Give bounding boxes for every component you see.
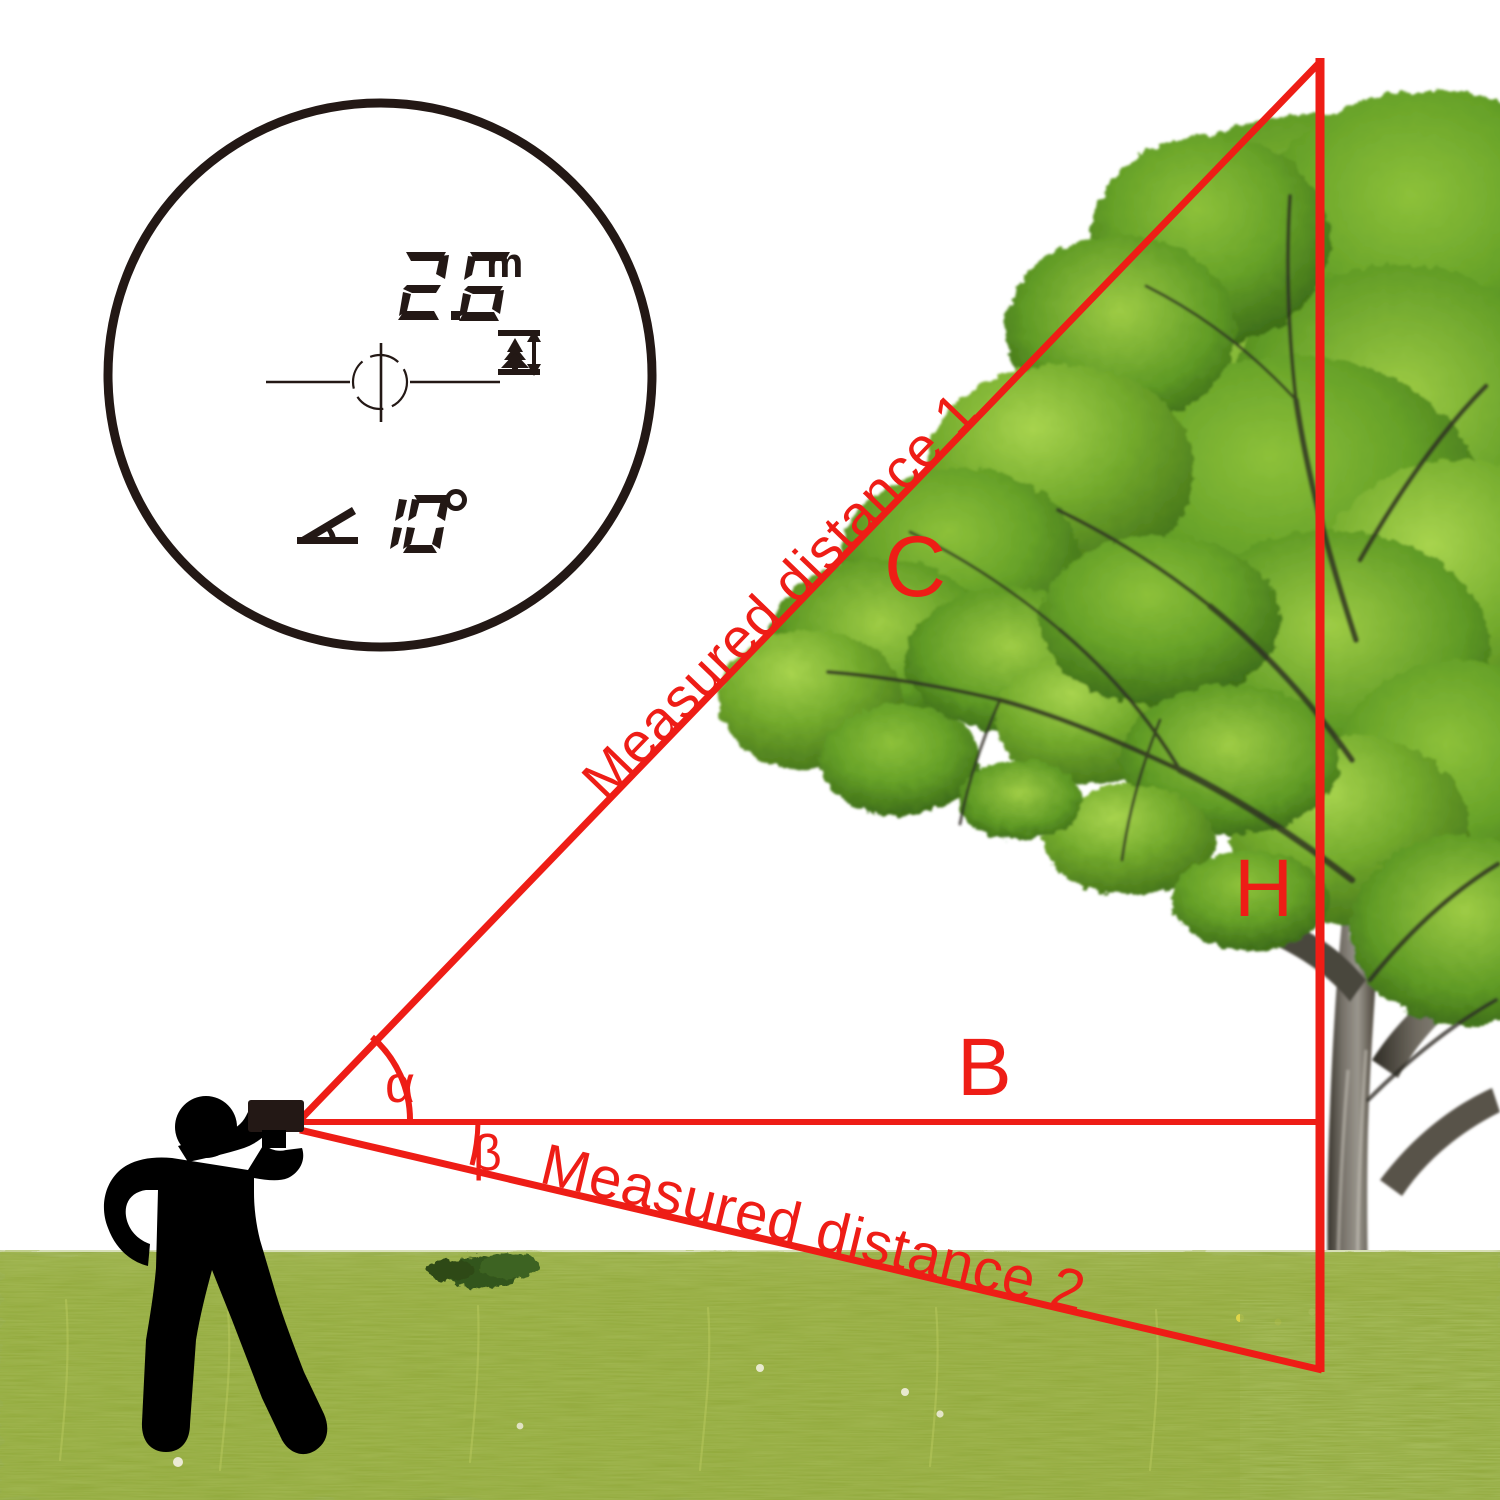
line-measured-distance-1 <box>297 59 1323 1123</box>
observer-torso <box>103 1144 328 1455</box>
angle-arc-beta <box>469 1121 481 1166</box>
label-hypotenuse-c: C <box>884 519 946 615</box>
tree-canopy <box>718 90 1500 1025</box>
crosshair-reticle <box>266 343 500 422</box>
distance-unit-label: m <box>486 239 523 286</box>
horizon-shrub <box>428 1253 540 1288</box>
person-with-rangefinder <box>103 1096 328 1455</box>
seg-digit-1 <box>390 499 407 549</box>
angle-icon <box>297 507 358 544</box>
line-measured-distance-2 <box>299 1126 1323 1374</box>
angle-readout <box>297 489 467 553</box>
seg-digit-2 <box>398 252 449 320</box>
seg-digit-0 <box>403 495 449 553</box>
label-angle-beta: β <box>473 1125 502 1181</box>
rangefinder-device-grip <box>262 1130 286 1148</box>
tree-height-mode-icon <box>498 330 541 376</box>
tree-photo <box>718 90 1500 1400</box>
angle-arc-alpha <box>370 1034 414 1123</box>
rangefinder-device <box>248 1100 304 1132</box>
label-height-h: H <box>1234 843 1293 934</box>
distance-readout: m <box>398 239 523 321</box>
seg-decimal-point <box>451 311 460 320</box>
degree-symbol <box>445 489 467 511</box>
label-baseline-b: B <box>957 1022 1012 1113</box>
seg-digit-6 <box>459 252 510 321</box>
label-angle-alpha: α <box>385 1056 415 1114</box>
